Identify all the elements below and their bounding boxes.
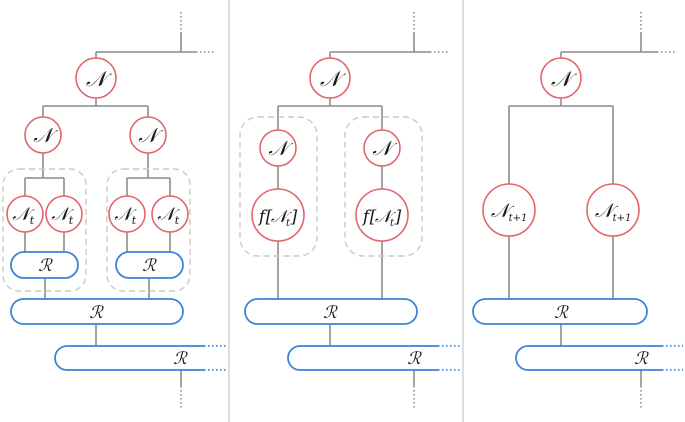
reduce-label: ℛ: [142, 256, 157, 276]
bracket-close: ]: [290, 207, 298, 227]
bracket-open: [: [370, 207, 377, 227]
reduce-bar-bottom: ℛ: [287, 345, 460, 371]
panel-2: 𝒩 𝒩 𝒩 f [ 𝒩 t ] f [ 𝒩 t ] ℛ: [239, 12, 460, 410]
node-subscript: t: [390, 218, 395, 229]
reduce-label: ℛ: [38, 256, 53, 276]
next-step-node-left: 𝒩 t+1: [482, 183, 536, 237]
child-node-left: 𝒩: [24, 116, 62, 154]
node-subscript: t: [30, 214, 35, 227]
function-label: f: [361, 207, 372, 227]
child-node-right: 𝒩: [129, 116, 167, 154]
subnode-network-t: 𝒩 t: [151, 195, 189, 233]
node-label: 𝒩: [595, 200, 619, 222]
root-node: 𝒩: [309, 57, 351, 99]
node-subscript: t: [286, 218, 291, 229]
node-subscript: t: [132, 214, 137, 227]
bracket-close: ]: [394, 207, 402, 227]
function-node-left: f [ 𝒩 t ]: [251, 188, 305, 242]
panel-3: 𝒩 𝒩 t+1 𝒩 t+1 ℛ ℛ: [472, 12, 683, 410]
next-step-node-right: 𝒩 t+1: [586, 183, 640, 237]
reduce-bar-wide: ℛ: [472, 298, 648, 325]
reduce-bar-small: ℛ: [10, 251, 79, 279]
function-node-right: f [ 𝒩 t ]: [355, 188, 409, 242]
child-node-right: 𝒩: [363, 129, 401, 167]
root-node: 𝒩: [75, 57, 117, 99]
reduce-bar-bottom: ℛ: [515, 345, 683, 371]
reduce-label: ℛ: [634, 349, 649, 369]
child-node-left: 𝒩: [259, 129, 297, 167]
panel-1: 𝒩 𝒩 𝒩 𝒩 t 𝒩 t 𝒩 t 𝒩 t: [2, 12, 226, 410]
reduce-bar-wide: ℛ: [244, 298, 418, 325]
group-box: [2, 168, 87, 292]
group-box: [344, 116, 423, 257]
group-box: [239, 116, 318, 257]
reduce-bar-wide: ℛ: [10, 298, 184, 325]
reduce-label: ℛ: [323, 303, 338, 323]
node-subscript: t+1: [613, 213, 632, 224]
subnode-network-t: 𝒩 t: [6, 195, 44, 233]
subnode-network-t: 𝒩 t: [45, 195, 83, 233]
reduce-bar-bottom: ℛ: [54, 345, 226, 371]
function-label: f: [257, 207, 268, 227]
subnode-network-t: 𝒩 t: [108, 195, 146, 233]
node-subscript: t+1: [509, 213, 528, 224]
reduce-label: ℛ: [407, 349, 422, 369]
bracket-open: [: [266, 207, 273, 227]
node-label: 𝒩: [491, 200, 515, 222]
node-subscript: t: [175, 214, 180, 227]
reduce-label: ℛ: [173, 349, 188, 369]
root-node: 𝒩: [540, 57, 582, 99]
reduce-bar-small: ℛ: [115, 251, 184, 279]
node-subscript: t: [69, 214, 74, 227]
reduce-label: ℛ: [89, 303, 104, 323]
group-box: [106, 168, 191, 292]
reduce-label: ℛ: [554, 303, 569, 323]
